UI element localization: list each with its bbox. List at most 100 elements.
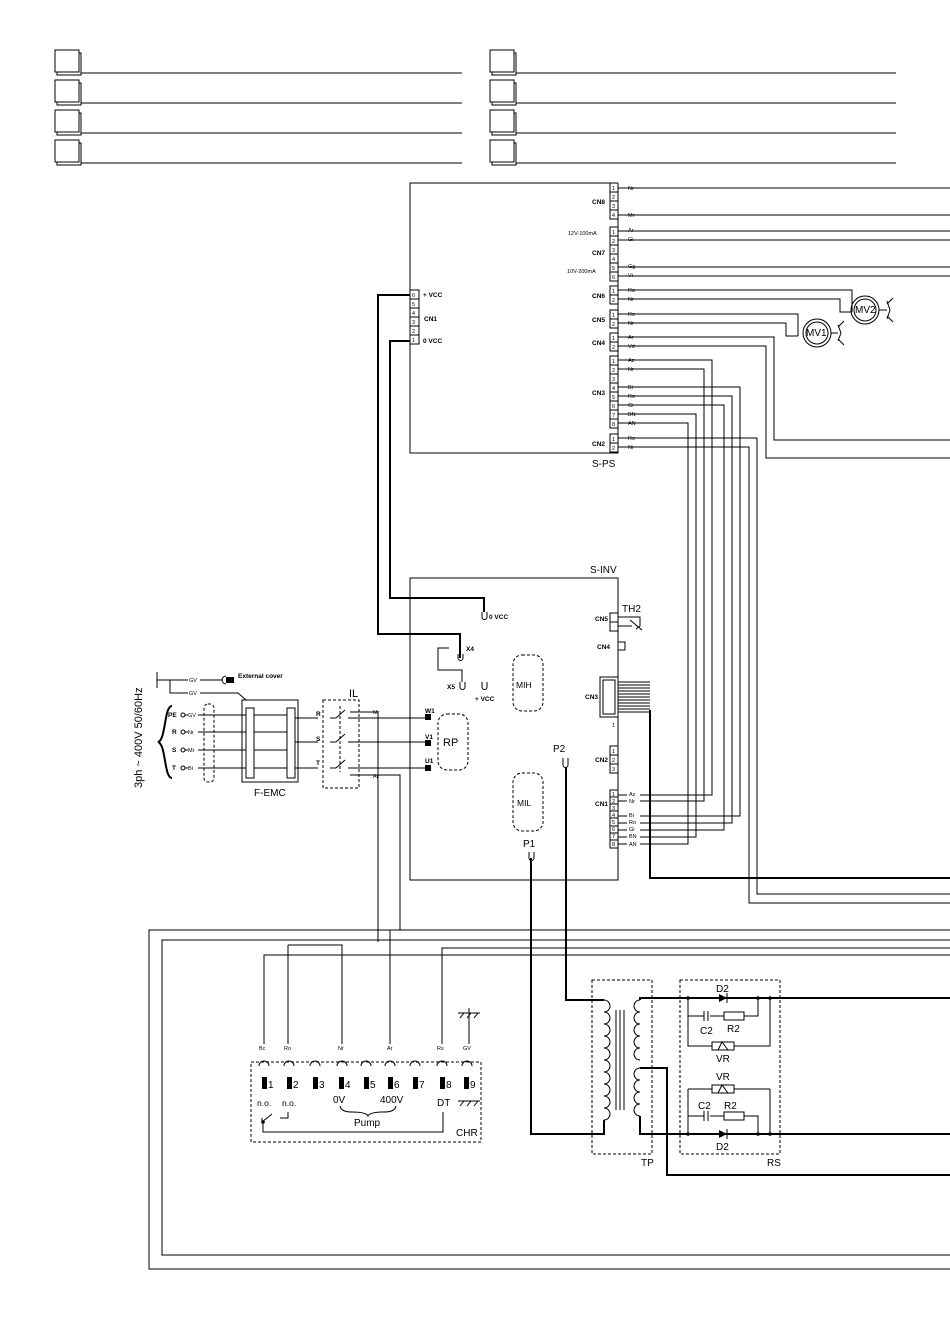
- sps-cn6-wire: Ra: [628, 288, 636, 294]
- sinv-cn1-pin: 3: [612, 806, 615, 812]
- sinv-cn2-pin: 2: [612, 758, 615, 764]
- sinv-cn1-wire: Gi: [629, 827, 635, 833]
- mains-external-cover: External cover: [238, 673, 283, 680]
- sps-title: S-PS: [592, 459, 616, 470]
- mains-terminal-t-wire: Bi: [188, 766, 193, 772]
- sps-cn2-pin: 2: [612, 446, 615, 452]
- sps-cn7-pin: 6: [612, 275, 615, 281]
- sinv-cn1-wire: Nr: [629, 799, 635, 805]
- sps-cn7-label: CN7: [592, 250, 605, 257]
- chr-terminal: 2: [293, 1080, 299, 1091]
- sinv-vcc-zero: 0 VCC: [489, 614, 508, 621]
- sps-board: S-PS 6 5 4 3 2 1 CN1 + VCC 0 VCC 1 2 3 4…: [409, 182, 950, 904]
- chr-terminal: 6: [394, 1080, 400, 1091]
- chr-wire-tag: Bc: [259, 1046, 266, 1052]
- sinv-cn1-pin: 6: [612, 827, 615, 833]
- fan-mv1-label: MV1: [806, 328, 827, 339]
- femc-label: F-EMC: [254, 788, 286, 799]
- tp-label: TP: [641, 1158, 654, 1169]
- sinv-cn2-pin: 1: [612, 749, 615, 755]
- sps-cn5-label: CN5: [592, 317, 605, 324]
- sps-cn1-vcc-plus: + VCC: [423, 292, 443, 299]
- sps-cn3-wire: Az: [628, 358, 635, 364]
- sps-cn3-wire: BN: [628, 412, 636, 418]
- sps-cn3-pin: 1: [612, 359, 615, 365]
- mains-terminal-r-wire: Nr: [188, 730, 194, 736]
- sinv-rp: RP: [443, 737, 458, 749]
- chr-pump: Pump: [354, 1118, 381, 1129]
- sps-cn3-wire: Ro: [628, 394, 635, 400]
- mains-terminal-s-wire: Mr: [188, 748, 195, 754]
- sps-cn6-wire: Nr: [628, 297, 634, 303]
- chr-dt: DT: [437, 1098, 450, 1109]
- sps-cn8-label: CN8: [592, 199, 605, 206]
- sps-cn5-wire: Rs: [628, 312, 635, 318]
- il-phase-t: T: [316, 760, 320, 767]
- il-wire-mr: Mr: [373, 710, 380, 716]
- sps-cn1-pin: 3: [412, 320, 415, 326]
- mains-gv-label: GV: [189, 678, 197, 684]
- sps-cn7-pin: 1: [612, 230, 615, 236]
- sps-cn7-note: 10V-200mA: [567, 269, 596, 275]
- sinv-cn1-pin: 1: [612, 792, 615, 798]
- rs-vr-upper: VR: [716, 1054, 730, 1065]
- sps-cn4-pin: 2: [612, 345, 615, 351]
- il-phase-s: S: [316, 736, 321, 743]
- chr-terminal: 4: [345, 1080, 351, 1091]
- chr-zero-v: 0V: [333, 1095, 346, 1106]
- sinv-x5: X5: [447, 684, 455, 691]
- legend-box-right-2: [489, 79, 896, 106]
- sinv-cn1-pin: 7: [612, 834, 615, 840]
- sps-cn4-wire: Vd: [628, 344, 635, 350]
- sinv-x4: X4: [466, 646, 474, 653]
- sps-cn1-pin: 2: [412, 329, 415, 335]
- sinv-board: S-INV 0 VCC X4 X5 + VCC MIH RP MIL W1 V1…: [409, 565, 950, 881]
- legend-box-left-2: [54, 79, 462, 106]
- sps-cn7-pin: 3: [612, 248, 615, 254]
- sps-cn8-pin: 3: [612, 204, 615, 210]
- sps-cn2-wire: Rs: [628, 436, 635, 442]
- sps-cn6-label: CN6: [592, 293, 605, 300]
- sps-cn8-wire: Mr: [628, 213, 635, 219]
- sps-cn2-pin: 1: [612, 437, 615, 443]
- sinv-title: S-INV: [590, 565, 617, 576]
- chr-wire-tag: GV: [463, 1046, 471, 1052]
- sps-cn3-pin: 6: [612, 404, 615, 410]
- mains-terminal-r: R: [172, 729, 177, 736]
- sps-cn3-pin: 8: [612, 422, 615, 428]
- sps-cn3-wire: AN: [628, 421, 636, 427]
- sps-cn3-wire: Nr: [628, 367, 634, 373]
- sinv-cn1-pin: 8: [612, 842, 615, 848]
- mains-terminal-t: T: [172, 765, 176, 772]
- sps-cn3-pin: 7: [612, 413, 615, 419]
- tp-transformer: TP: [530, 767, 950, 1176]
- sps-cn5-pin: 1: [612, 313, 615, 319]
- sinv-cn1-wire: AN: [629, 842, 637, 848]
- mains-gv-label-2: GV: [189, 691, 197, 697]
- sps-cn5-pin: 2: [612, 322, 615, 328]
- sps-cn3-pin: 4: [612, 386, 615, 392]
- sps-cn6-pin: 1: [612, 289, 615, 295]
- rs-d2-lower: D2: [716, 1142, 729, 1153]
- rs-c2-upper: C2: [700, 1026, 713, 1037]
- sinv-cn1-wire: Az: [629, 792, 636, 798]
- sinv-cn1-label: CN1: [595, 801, 608, 808]
- chr-terminal: 9: [470, 1080, 476, 1091]
- sinv-vcc-plus: + VCC: [475, 696, 495, 703]
- legend-box-right-3: [489, 109, 896, 136]
- sps-cn1-label: CN1: [424, 316, 437, 323]
- sps-cn5-wire: Nr: [628, 321, 634, 327]
- chr-terminal-block: CHR Bc Ro Nr Ar Rs GV 1 2 3 4 5 6 7 8 9 …: [250, 1008, 482, 1143]
- sinv-cn1-wire: Bi: [629, 813, 634, 819]
- sinv-mil: MIL: [517, 798, 531, 808]
- sps-cn1-pin: 1: [412, 338, 415, 344]
- sps-cn3-pin: 5: [612, 395, 615, 401]
- mains-section: 3ph ~ 400V 50/60Hz GV External cover GV …: [133, 672, 425, 930]
- sinv-cn1-pin: 5: [612, 820, 615, 826]
- sinv-cn1-wire: BN: [629, 834, 637, 840]
- chr-no-2: n.o.: [282, 1098, 296, 1108]
- chr-terminal: 8: [446, 1080, 452, 1091]
- sinv-cn1-wire: Ro: [629, 820, 636, 826]
- rs-snubber: RS D2 C2 R2 VR VR C2 R2 D2: [679, 979, 781, 1169]
- chr-terminal: 7: [419, 1080, 425, 1091]
